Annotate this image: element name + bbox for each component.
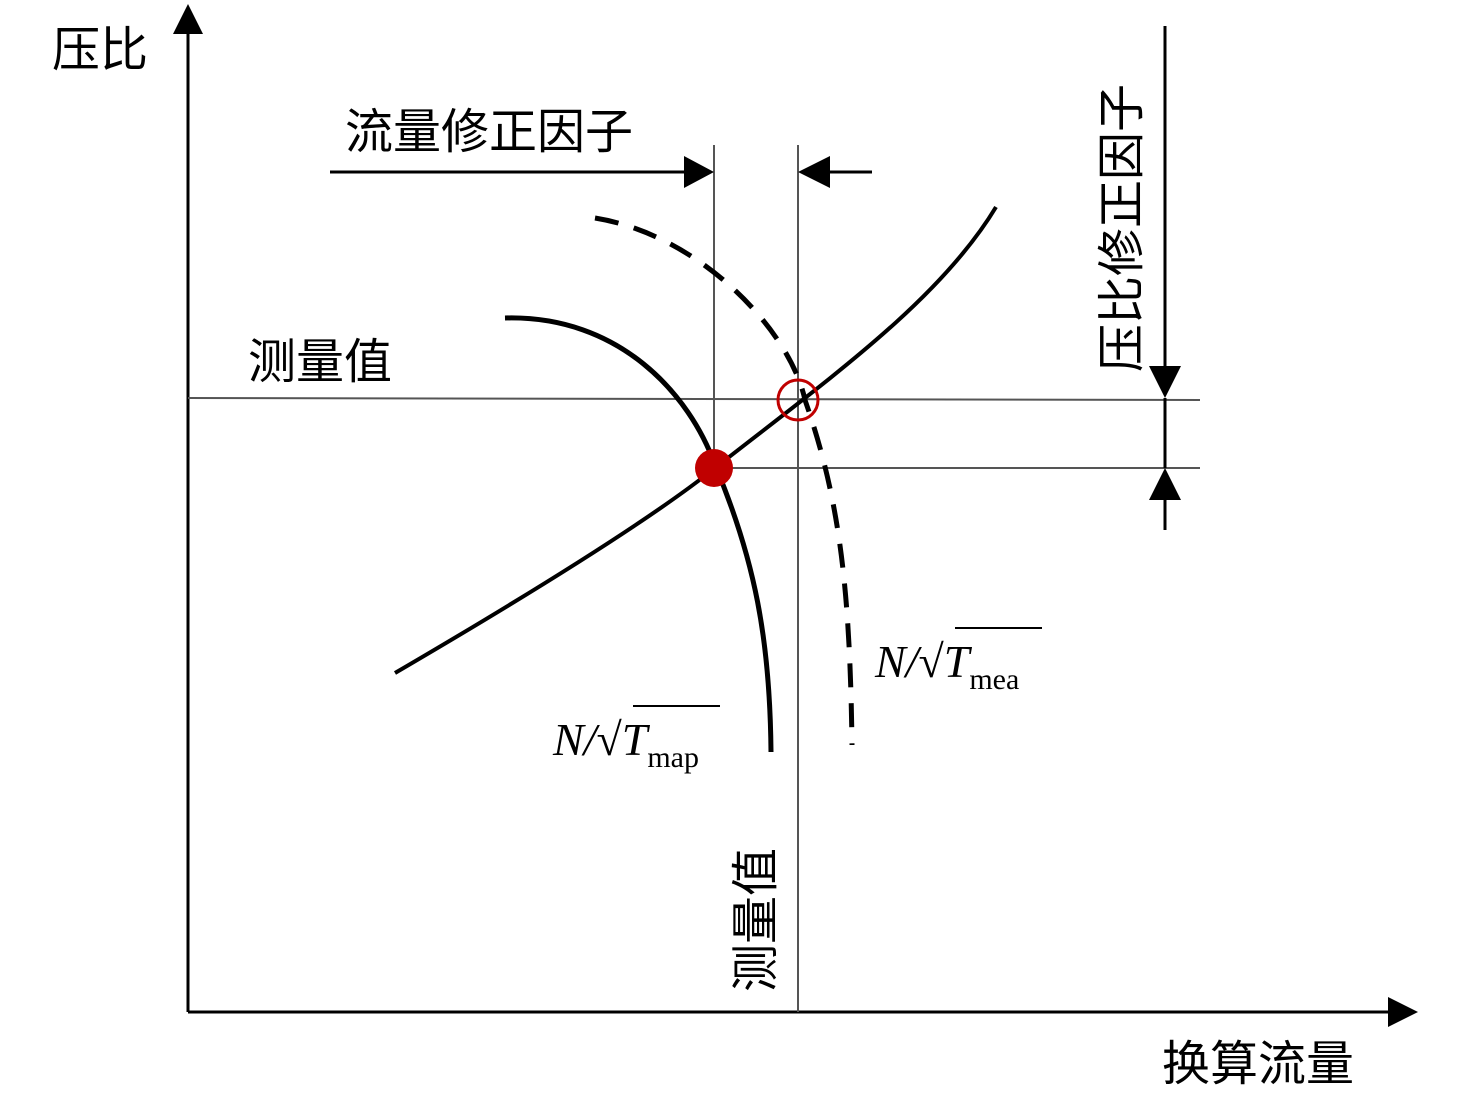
x-axis-arrow [1388, 997, 1418, 1027]
map-speed-line [504, 315, 774, 753]
flow-correction-label: 流量修正因子 [345, 104, 633, 160]
pressure-correction-bottom-arrow [1149, 468, 1181, 500]
flow-correction-left-arrow [684, 156, 714, 188]
map-speed-label: N/√Tmap [552, 705, 720, 774]
measured-speed-prefix: N/√ [874, 636, 944, 687]
measured-speed-line [594, 215, 855, 746]
map-speed-subscript: map [647, 741, 699, 774]
map-speed-prefix: N/√ [552, 714, 622, 765]
y-axis-label: 压比 [52, 22, 148, 78]
pressure-correction-top-arrow [1149, 366, 1181, 398]
svg-text:N/√Tmap: N/√Tmap [552, 714, 699, 774]
measured-operating-point [776, 378, 820, 422]
svg-text:N/√Tmea: N/√Tmea [874, 636, 1019, 696]
measured-speed-main: T [944, 636, 973, 687]
x-axis-label: 换算流量 [1162, 1036, 1354, 1092]
map-speed-main: T [622, 714, 651, 765]
measured-value-horizontal-label: 测量值 [248, 334, 392, 390]
pressure-correction-label: 压比修正因子 [1094, 84, 1150, 372]
measured-speed-subscript: mea [969, 663, 1019, 696]
flow-correction-right-arrow [798, 156, 830, 188]
measured-value-vertical-label: 测量值 [728, 848, 784, 992]
operating-line [393, 205, 998, 675]
measured-speed-label: N/√Tmea [874, 627, 1042, 696]
measured-pressure-guide [187, 397, 1201, 401]
map-operating-point [695, 449, 733, 487]
y-axis-arrow [173, 4, 203, 34]
